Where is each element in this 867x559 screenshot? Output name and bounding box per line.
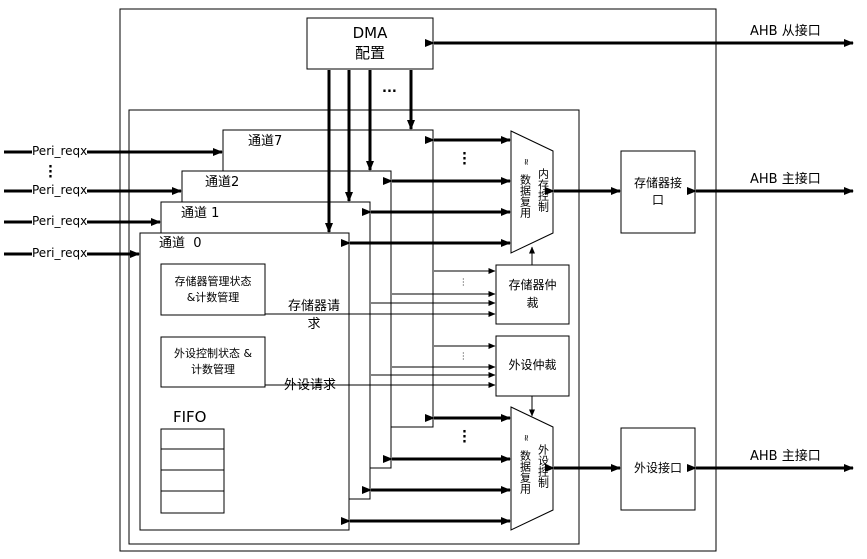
channels-frame	[128, 109, 580, 545]
peripheral-bus-ellipsis: ···	[462, 425, 467, 450]
peripheral-interface-label: 外设接口	[621, 428, 695, 510]
channel-7-label: 通道7	[248, 134, 283, 149]
dma-config-text: 配置	[354, 43, 385, 62]
peripheral-control-label: 外设控制状态 & 计数管理	[161, 337, 265, 387]
memory-arbiter-line1: 存储器仲	[508, 278, 557, 293]
peripheral-arbiter-box	[495, 335, 570, 397]
peripheral-arbiter-label: 外设仲裁	[496, 336, 569, 396]
dma-config-arrows	[325, 70, 415, 233]
peri-req-vertical-ellipsis: ···	[48, 160, 53, 185]
memory-interface-line1: 存储器接	[633, 175, 682, 190]
dma-ellipsis: ...	[382, 81, 397, 96]
fifo-buffer	[160, 428, 225, 514]
memory-arbiter-line2: 裁	[526, 295, 539, 310]
channel-memory-buses	[341, 136, 511, 247]
peri-req-label: Peri_reqx	[32, 214, 88, 228]
peripheral-mux	[510, 406, 554, 531]
channel-0-label: 通道 0	[159, 236, 202, 251]
peripheral-arbiter-text: 外设仲裁	[508, 358, 557, 373]
peripheral-mux-approx: ≈	[520, 434, 531, 442]
dma-config-label: DMA 配置	[307, 18, 433, 69]
peri-req-label: Peri_reqx	[32, 183, 88, 197]
channel-peripheral-buses	[341, 414, 511, 525]
memory-request-line2: 求	[307, 317, 321, 332]
memory-request-label: 存储器请 求	[276, 297, 352, 335]
memory-management-box	[160, 263, 266, 316]
peripheral-request-label: 外设请求	[284, 378, 337, 393]
dma-controller-frame	[119, 8, 717, 552]
memory-interface-line2: 口	[651, 193, 664, 207]
memory-interface-box	[620, 150, 696, 234]
dma-title: DMA	[352, 24, 388, 42]
memory-interface-label: 存储器接 口	[621, 151, 695, 233]
memory-arbiter-box	[495, 264, 570, 325]
peripheral-mux-label-right: 外设控制	[536, 444, 550, 488]
ahb-master-label-1: AHB 主接口	[750, 172, 821, 187]
ahb-slave-label: AHB 从接口	[750, 24, 821, 39]
channel-2-label: 通道2	[205, 175, 240, 190]
peripheral-control-line2: 计数管理	[191, 363, 235, 376]
peripheral-arbiter-ellipsis: ···	[462, 349, 465, 364]
peri-req-label: Peri_reqx	[32, 246, 88, 260]
memory-arbiter-label: 存储器仲 裁	[496, 265, 569, 324]
channel-1-label: 通道 1	[181, 206, 220, 221]
memory-management-line1: 存储器管理状态	[174, 274, 252, 288]
ahb-master-label-2: AHB 主接口	[750, 449, 821, 464]
dma-config-box	[306, 17, 434, 70]
memory-mux-approx: ≈	[520, 158, 531, 166]
fifo-label: FIFO	[173, 408, 207, 426]
memory-request-line1: 存储器请	[287, 299, 340, 315]
peri-req-label: Peri_reqx	[32, 144, 88, 158]
memory-mux-label-left: 数据复用	[518, 174, 532, 218]
peripheral-interface-text: 外设接口	[633, 461, 682, 476]
peripheral-interface-box	[620, 427, 696, 511]
memory-mux	[510, 130, 554, 254]
memory-management-line2: &计数管理	[186, 290, 240, 304]
memory-management-label: 存储器管理状态 &计数管理	[161, 264, 265, 315]
memory-mux-label-right: 内存控制	[536, 168, 550, 212]
memory-arbiter-ellipsis: ···	[462, 275, 465, 290]
peripheral-control-line1: 外设控制状态 &	[173, 347, 253, 361]
peripheral-mux-label-left: 数据复用	[518, 450, 532, 494]
arbiter-request-lines	[265, 268, 496, 388]
peripheral-control-box	[160, 336, 266, 388]
memory-bus-ellipsis: ···	[462, 147, 467, 172]
